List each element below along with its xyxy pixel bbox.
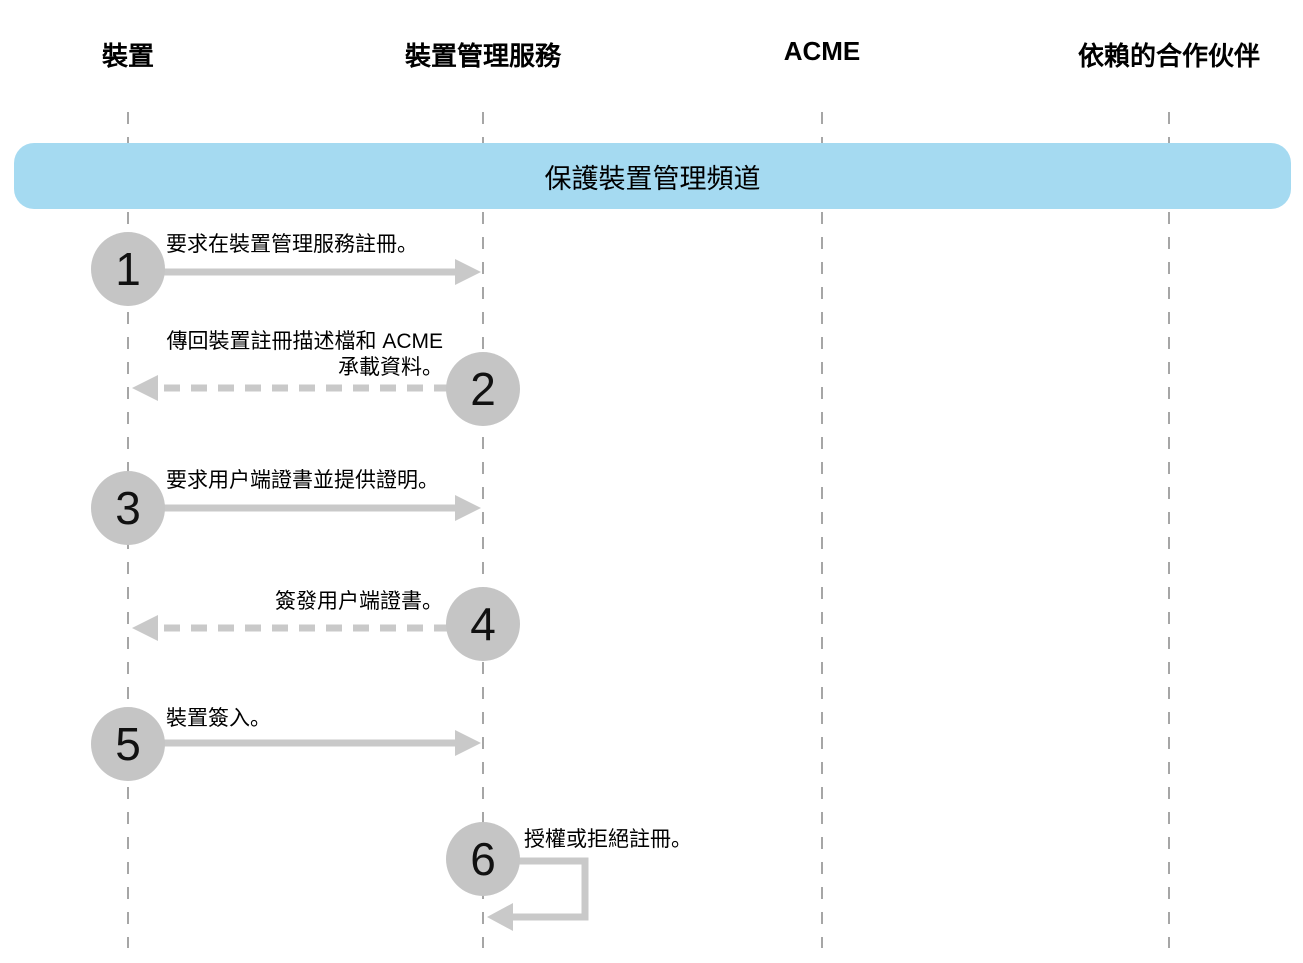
step-5-arrow [128,730,481,756]
step-2-number: 2 [470,363,496,415]
step-6-circle: 6 [446,822,520,896]
step-3-arrow [128,495,481,521]
step-3-circle: 3 [91,471,165,545]
actor-label-device-management-service: 裝置管理服務 [404,41,562,71]
step-4-label: 簽發用户端證書。 [275,590,443,613]
step-5-circle: 5 [91,707,165,781]
actor-label-device: 裝置 [101,41,155,71]
step-4-number: 4 [470,598,496,650]
lifeline-acme [821,112,823,948]
step-1-label: 要求在裝置管理服務註冊。 [166,233,418,256]
step-2-circle: 2 [446,352,520,426]
secure-channel-banner: 保護裝置管理頻道 [14,143,1291,209]
step-6-self-loop-arrow [487,857,589,931]
secure-channel-banner-label: 保護裝置管理頻道 [544,163,761,194]
step-2-label: 傳回裝置註冊描述檔和 ACME 承載資料。 [166,329,443,381]
step-2-label-line1: 傳回裝置註冊描述檔和 ACME [166,330,443,353]
step-3-label: 要求用户端證書並提供證明。 [166,469,439,492]
step-6-label: 授權或拒絕註冊。 [524,828,692,851]
actor-label-relying-partner: 依賴的合作伙伴 [1077,41,1261,71]
step-1-number: 1 [115,243,141,295]
step-1-arrow [128,259,481,285]
step-2-label-line2: 承載資料。 [338,356,443,379]
step-5-label: 裝置簽入。 [166,707,271,730]
lifeline-device-management-service [482,112,484,948]
actor-label-acme: ACME [783,36,861,66]
step-6-number: 6 [470,833,496,885]
step-4-arrow [132,615,450,641]
step-3-number: 3 [115,482,141,534]
step-1-circle: 1 [91,232,165,306]
step-5-number: 5 [115,718,141,770]
step-4-circle: 4 [446,587,520,661]
step-2-arrow [132,375,450,401]
lifeline-relying-partner [1168,112,1170,948]
